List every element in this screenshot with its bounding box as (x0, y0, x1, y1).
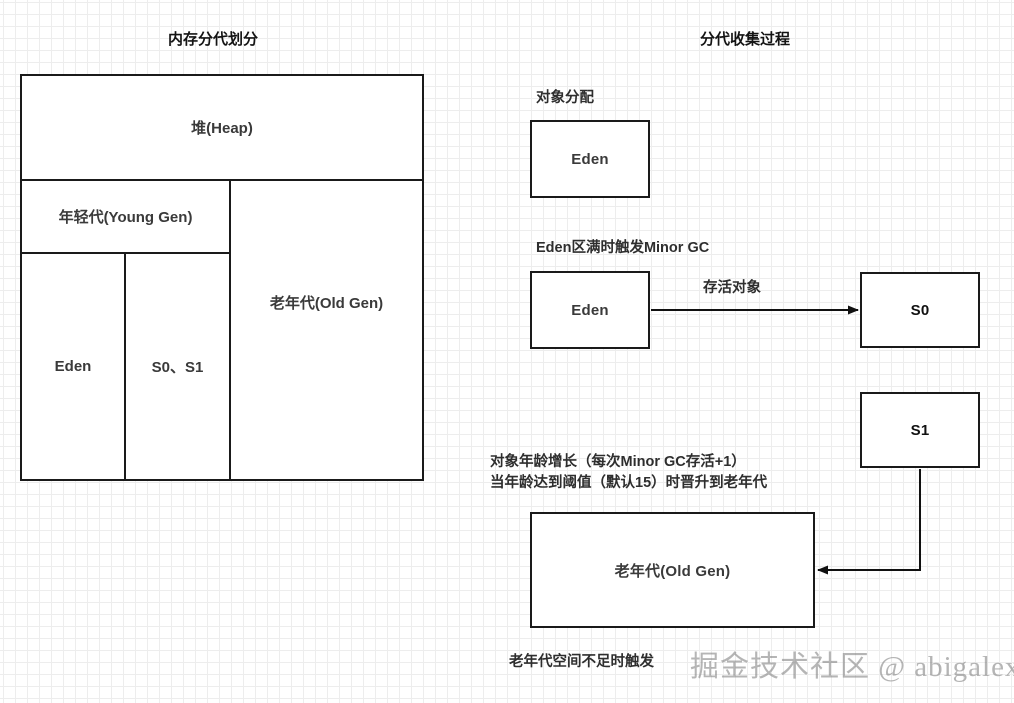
survivor-region: S0、S1 (126, 254, 231, 479)
old-gen-region: 老年代(Old Gen) (231, 181, 422, 479)
eden-box-allocation: Eden (530, 120, 650, 198)
young-gen-label: 年轻代(Young Gen) (58, 209, 193, 226)
s1-box-label: S1 (910, 421, 930, 439)
left-panel-title: 内存分代划分 (168, 31, 259, 48)
s0-box: S0 (860, 272, 980, 348)
s1-box: S1 (860, 392, 980, 468)
step-promotion-text: 对象年龄增长（每次Minor GC存活+1） 当年龄达到阈值（默认15）时晋升到… (490, 452, 767, 494)
heap-region: 堆(Heap) (22, 76, 422, 181)
eden-box-minor-gc-label: Eden (571, 301, 609, 319)
step-promotion-line1: 对象年龄增长（每次Minor GC存活+1） (490, 454, 746, 470)
step-allocation-label: 对象分配 (536, 90, 594, 106)
edge-label-surviving-objects: 存活对象 (703, 280, 761, 296)
memory-layout-group: 堆(Heap) 年轻代(Young Gen) Eden S0、S1 老年代(Ol… (20, 74, 424, 481)
old-gen-box: 老年代(Old Gen) (530, 512, 815, 628)
eden-label: Eden (54, 358, 92, 375)
young-gen-region: 年轻代(Young Gen) (22, 181, 231, 254)
eden-box-allocation-label: Eden (571, 150, 609, 168)
step-promotion-line2: 当年龄达到阈值（默认15）时晋升到老年代 (490, 475, 768, 491)
heap-label: 堆(Heap) (191, 120, 253, 137)
right-panel-title: 分代收集过程 (700, 31, 791, 48)
survivor-label: S0、S1 (151, 359, 204, 376)
step-full-gc-label: 老年代空间不足时触发 (509, 654, 654, 670)
s0-box-label: S0 (910, 301, 930, 319)
connector-s1-to-old-gen (817, 469, 921, 575)
eden-region: Eden (22, 254, 126, 479)
old-gen-box-label: 老年代(Old Gen) (614, 562, 731, 580)
eden-box-minor-gc: Eden (530, 271, 650, 349)
watermark: 掘金技术社区 @ abigalexy (690, 651, 1014, 683)
old-gen-label: 老年代(Old Gen) (269, 294, 384, 312)
step-minor-gc-label: Eden区满时触发Minor GC (536, 240, 710, 256)
